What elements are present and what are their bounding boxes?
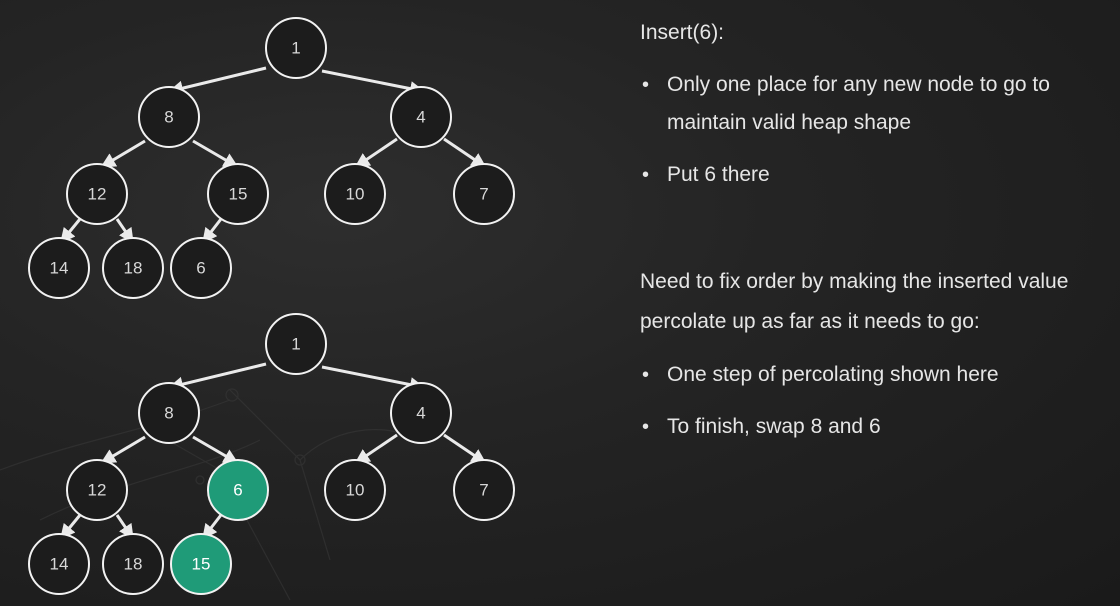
bullet-dot-icon: • xyxy=(642,416,650,438)
edge-12-14 xyxy=(60,218,82,244)
svg-text:18: 18 xyxy=(124,555,143,574)
svg-text:1: 1 xyxy=(291,335,300,354)
svg-text:15: 15 xyxy=(192,555,211,574)
edge-8-12 xyxy=(100,435,146,464)
heap-node: 7 xyxy=(453,163,515,225)
svg-text:6: 6 xyxy=(196,259,205,278)
edge-12-14 xyxy=(60,514,82,540)
insert-bullets: •Only one place for any new node to go t… xyxy=(640,66,1118,194)
heap-node: 7 xyxy=(453,459,515,521)
heap-node: 4 xyxy=(390,86,452,148)
bullet-item: •To finish, swap 8 and 6 xyxy=(640,408,1118,446)
edge-1-4 xyxy=(321,69,425,97)
svg-text:4: 4 xyxy=(416,404,425,423)
svg-text:10: 10 xyxy=(346,185,365,204)
edge-1-4 xyxy=(321,365,425,393)
svg-text:8: 8 xyxy=(164,108,173,127)
svg-text:7: 7 xyxy=(479,185,488,204)
svg-text:14: 14 xyxy=(50,555,69,574)
heap-node-highlighted: 15 xyxy=(170,533,232,595)
bullet-dot-icon: • xyxy=(642,164,650,186)
heap-node: 1 xyxy=(265,313,327,375)
heap-node: 8 xyxy=(138,382,200,444)
tree-after-nodes: 1 8 4 12 6 10 7 14 18 15 xyxy=(28,313,515,595)
edge-8-15 xyxy=(192,139,239,168)
heap-trees: 1 8 4 12 15 10 7 14 18 6 1 8 4 12 6 10 7… xyxy=(28,17,515,595)
svg-text:12: 12 xyxy=(88,481,107,500)
heap-node: 15 xyxy=(207,163,269,225)
edge-15-6 xyxy=(202,218,223,244)
svg-text:7: 7 xyxy=(479,481,488,500)
heap-node: 10 xyxy=(324,459,386,521)
edge-8-6 xyxy=(192,435,239,464)
heap-node: 18 xyxy=(102,533,164,595)
heap-node: 18 xyxy=(102,237,164,299)
svg-text:15: 15 xyxy=(229,185,248,204)
heap-node: 14 xyxy=(28,237,90,299)
heap-node: 12 xyxy=(66,163,128,225)
bullet-item: •Put 6 there xyxy=(640,156,1118,194)
explanation-panel: Insert(6): •Only one place for any new n… xyxy=(640,16,1118,446)
edge-4-10 xyxy=(354,433,398,464)
svg-text:14: 14 xyxy=(50,259,69,278)
bullet-item: •Only one place for any new node to go t… xyxy=(640,66,1118,142)
percolate-bullets: •One step of percolating shown here •To … xyxy=(640,356,1118,446)
heap-node: 8 xyxy=(138,86,200,148)
edge-1-8 xyxy=(168,66,267,96)
edge-8-12 xyxy=(100,139,146,168)
edge-4-10 xyxy=(354,137,398,168)
svg-text:10: 10 xyxy=(346,481,365,500)
svg-text:6: 6 xyxy=(233,481,242,500)
svg-text:8: 8 xyxy=(164,404,173,423)
svg-text:4: 4 xyxy=(416,108,425,127)
tree-after-edges xyxy=(60,362,487,540)
bullet-dot-icon: • xyxy=(642,364,650,386)
heap-node: 12 xyxy=(66,459,128,521)
heap-node-highlighted: 6 xyxy=(207,459,269,521)
heap-node: 1 xyxy=(265,17,327,79)
heap-node: 14 xyxy=(28,533,90,595)
edge-4-7 xyxy=(443,433,487,464)
tree-before-edges xyxy=(60,66,487,244)
insert-heading: Insert(6): xyxy=(640,21,725,44)
percolate-section: Need to fix order by making the inserted… xyxy=(640,262,1118,446)
heap-node: 4 xyxy=(390,382,452,444)
svg-text:18: 18 xyxy=(124,259,143,278)
bullet-dot-icon: • xyxy=(642,74,650,96)
bullet-item: •One step of percolating shown here xyxy=(640,356,1118,394)
svg-text:12: 12 xyxy=(88,185,107,204)
edge-4-7 xyxy=(443,137,487,168)
svg-text:1: 1 xyxy=(291,39,300,58)
heap-node-inserted: 6 xyxy=(170,237,232,299)
edge-1-8 xyxy=(168,362,267,392)
tree-before-nodes: 1 8 4 12 15 10 7 14 18 6 xyxy=(28,17,515,299)
edge-6-15 xyxy=(202,514,223,540)
heap-node: 10 xyxy=(324,163,386,225)
percolate-paragraph: Need to fix order by making the inserted… xyxy=(640,270,1069,333)
insert-section: Insert(6): •Only one place for any new n… xyxy=(640,16,1118,194)
